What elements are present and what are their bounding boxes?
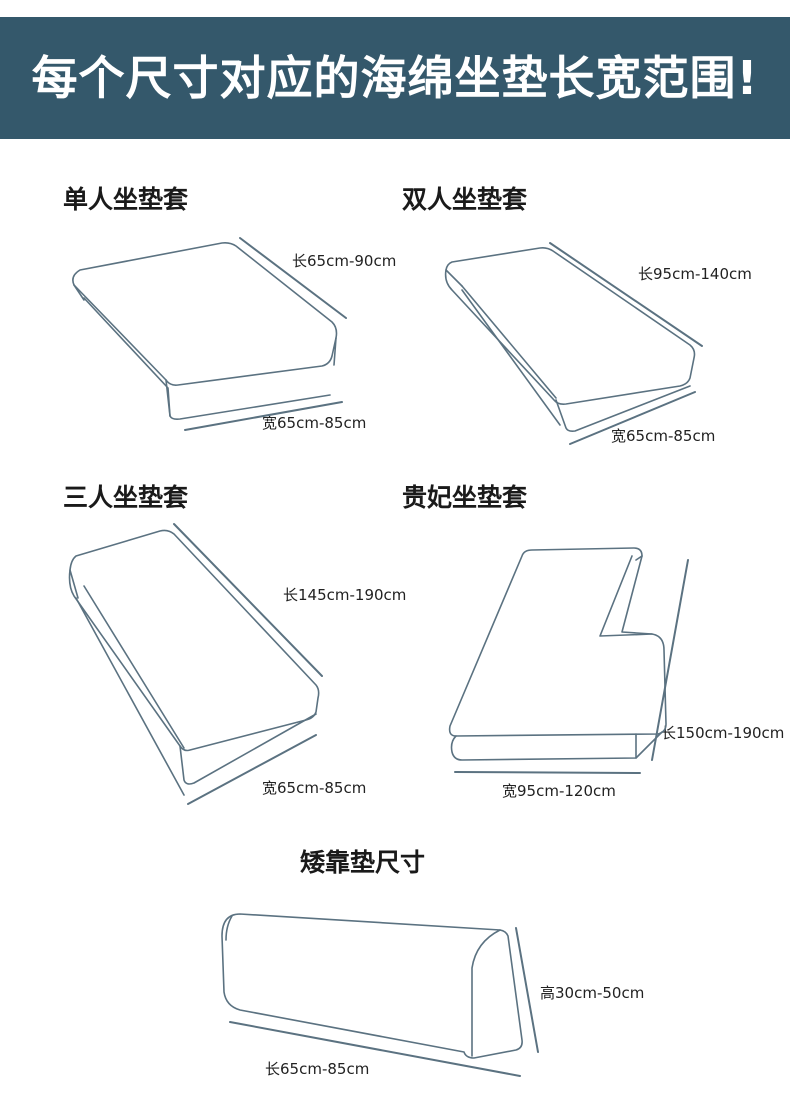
triple-width-label: 宽65cm-85cm xyxy=(262,779,367,797)
backrest-length-label: 长65cm-85cm xyxy=(265,1060,370,1078)
triple-length-label: 长145cm-190cm xyxy=(283,586,407,604)
double-width-label: 宽65cm-85cm xyxy=(611,427,716,445)
header-banner: 每个尺寸对应的海绵坐垫长宽范围! xyxy=(0,17,790,139)
double-length-label: 长95cm-140cm xyxy=(638,265,752,283)
chaise-cushion-title: 贵妃坐垫套 xyxy=(402,483,528,512)
single-width-label: 宽65cm-85cm xyxy=(262,414,367,432)
backrest-height-label: 高30cm-50cm xyxy=(540,984,645,1002)
chaise-width-label: 宽95cm-120cm xyxy=(502,782,616,800)
chaise-length-label: 长150cm-190cm xyxy=(661,724,785,742)
single-cushion-drawing xyxy=(72,237,347,431)
page-title: 每个尺寸对应的海绵坐垫长宽范围! xyxy=(31,51,759,105)
double-cushion-drawing xyxy=(444,242,703,445)
single-cushion-title: 单人坐垫套 xyxy=(63,185,189,214)
double-cushion-title: 双人坐垫套 xyxy=(402,185,528,214)
triple-cushion-title: 三人坐垫套 xyxy=(63,483,189,512)
single-length-label: 长65cm-90cm xyxy=(292,252,397,270)
backrest-title: 矮靠垫尺寸 xyxy=(300,848,426,877)
chaise-cushion-drawing xyxy=(448,547,689,774)
triple-cushion-drawing xyxy=(68,523,323,805)
backrest-drawing xyxy=(221,913,539,1077)
